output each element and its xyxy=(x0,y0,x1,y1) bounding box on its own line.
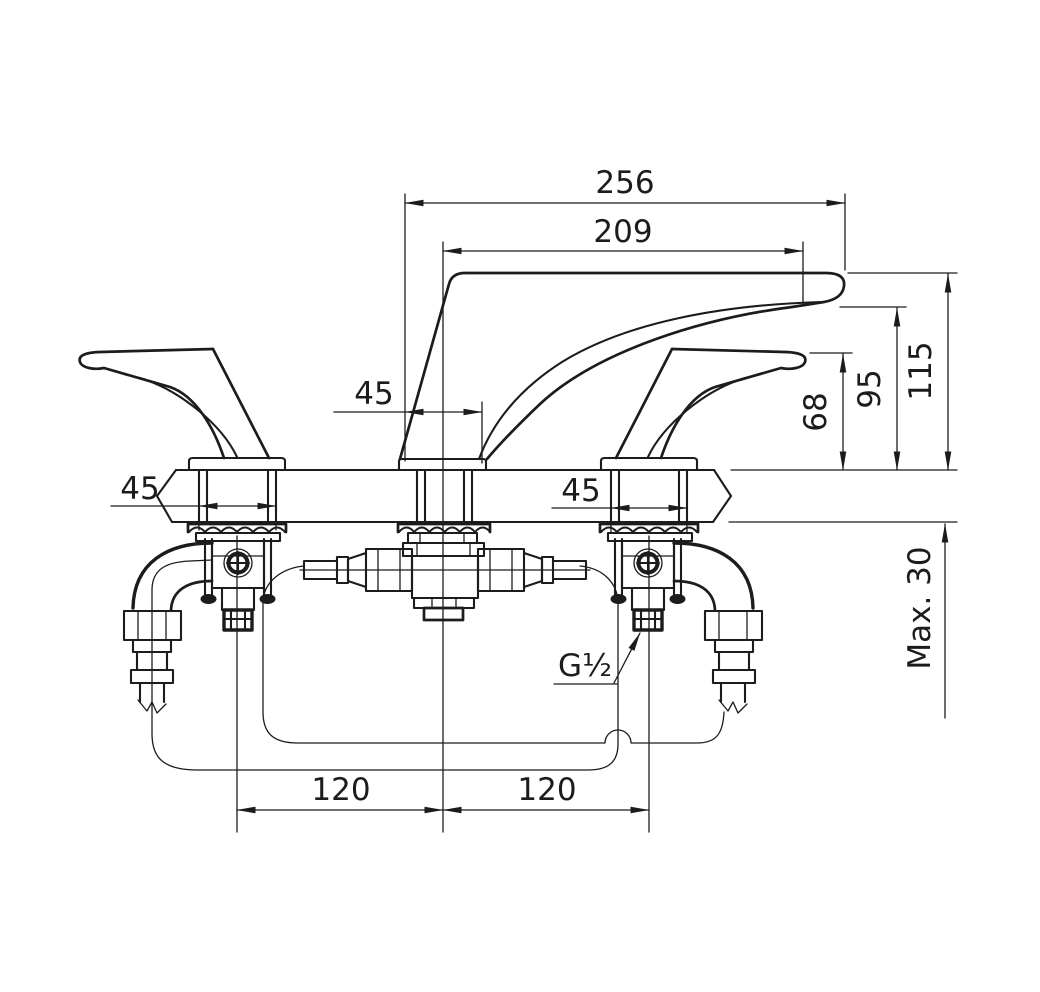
dim-label-95: 95 xyxy=(852,369,888,408)
dim-label-120-left: 120 xyxy=(311,772,370,808)
dim-left-handle-hole: 45 xyxy=(110,471,277,510)
spout-lock-nut xyxy=(396,522,492,534)
left-handle-lever xyxy=(78,347,226,460)
left-valve-lower-block xyxy=(220,586,256,612)
deck-break-left xyxy=(155,468,178,524)
right-valve-assembly xyxy=(606,531,764,714)
left-valve-studs xyxy=(203,537,273,598)
dim-spout-reach: 209 xyxy=(442,214,804,255)
dim-handle-height: 68 xyxy=(798,353,847,471)
left-valve-screw-outer xyxy=(223,548,253,578)
right-pipe-collar xyxy=(713,638,755,654)
deck-section xyxy=(155,468,958,524)
dim-label-max30: Max. 30 xyxy=(902,546,938,669)
left-stud-foot xyxy=(259,594,276,604)
left-supply-tube xyxy=(138,681,166,704)
dim-deck-thickness: Max. 30 xyxy=(902,523,949,719)
dim-right-spacing: 120 xyxy=(442,772,650,814)
dim-outlet-height: 95 xyxy=(852,307,901,471)
right-valve-outlet-thread xyxy=(632,608,664,632)
hoses xyxy=(151,559,725,771)
dim-left-spacing: 120 xyxy=(236,772,444,814)
right-valve-screw-outer xyxy=(633,548,663,578)
left-stud-foot xyxy=(200,594,217,604)
spout-inner-line xyxy=(477,300,823,461)
right-union-nut xyxy=(476,547,526,593)
right-elbow-inner xyxy=(672,579,717,612)
tee-assembly xyxy=(299,531,591,622)
dim-overall-width: 256 xyxy=(404,165,846,207)
spout-outline xyxy=(398,271,846,461)
right-elbow-outer xyxy=(672,541,755,610)
right-handle-flange xyxy=(599,456,699,472)
right-tube-break xyxy=(718,699,748,714)
thread-label-g12: G½ xyxy=(558,648,612,684)
right-pipe-ridge xyxy=(717,650,751,672)
deck-break-right xyxy=(711,468,733,524)
tee-bottom-plate xyxy=(412,596,476,610)
right-stud-foot xyxy=(610,594,627,604)
left-elbow-inner xyxy=(169,579,214,612)
right-handle-shank xyxy=(609,468,689,523)
thread-leader-line xyxy=(613,632,641,684)
extension-lines xyxy=(198,193,958,833)
spout-shank xyxy=(415,468,474,523)
left-handle-neck-right-edge xyxy=(211,347,271,460)
right-valve-lower-block xyxy=(630,586,666,612)
left-union-nut xyxy=(364,547,414,593)
dim-right-handle-hole: 45 xyxy=(551,473,688,512)
thread-callout: G½ xyxy=(553,632,641,685)
left-elbow-outer xyxy=(131,541,214,610)
dim-label-115: 115 xyxy=(903,341,939,400)
left-valve-top-plate xyxy=(194,531,282,543)
dim-spout-hole: 45 xyxy=(333,376,483,416)
right-stud-foot xyxy=(669,594,686,604)
left-handle-shank xyxy=(197,468,278,523)
dim-label-45-right: 45 xyxy=(561,473,600,509)
dim-label-45-left: 45 xyxy=(120,471,159,507)
tee-body xyxy=(410,554,480,600)
left-handle-inner-line xyxy=(138,376,239,459)
left-handle-lock-nut xyxy=(186,522,288,534)
left-handle-flange xyxy=(187,456,287,472)
right-handle xyxy=(598,347,807,534)
dim-label-68: 68 xyxy=(798,392,834,431)
right-valve-top-plate xyxy=(606,531,694,543)
dim-label-45-spout: 45 xyxy=(354,376,393,412)
dim-label-256: 256 xyxy=(595,165,654,201)
right-supply-tube xyxy=(719,681,747,704)
right-handle-lock-nut xyxy=(598,522,700,534)
spout xyxy=(396,271,846,534)
left-pipe-stub xyxy=(302,559,339,581)
right-compression-nut xyxy=(703,609,764,642)
hose-outer-loop xyxy=(151,559,619,771)
dim-spout-height: 115 xyxy=(903,273,952,471)
right-handle-inner-line xyxy=(646,376,747,459)
left-handle xyxy=(78,347,288,534)
right-pipe-ring xyxy=(540,555,555,585)
right-valve-studs xyxy=(613,537,683,598)
dim-label-120-right: 120 xyxy=(517,772,576,808)
left-valve-outlet-thread xyxy=(222,608,254,632)
left-pipe-ring xyxy=(335,555,350,585)
right-handle-neck-left-edge xyxy=(614,347,674,460)
right-handle-lever xyxy=(659,347,807,460)
dim-label-209: 209 xyxy=(593,214,652,250)
hose-inner-loop xyxy=(262,565,725,744)
right-pipe-flare xyxy=(711,668,757,685)
right-pipe-stub xyxy=(551,559,588,581)
